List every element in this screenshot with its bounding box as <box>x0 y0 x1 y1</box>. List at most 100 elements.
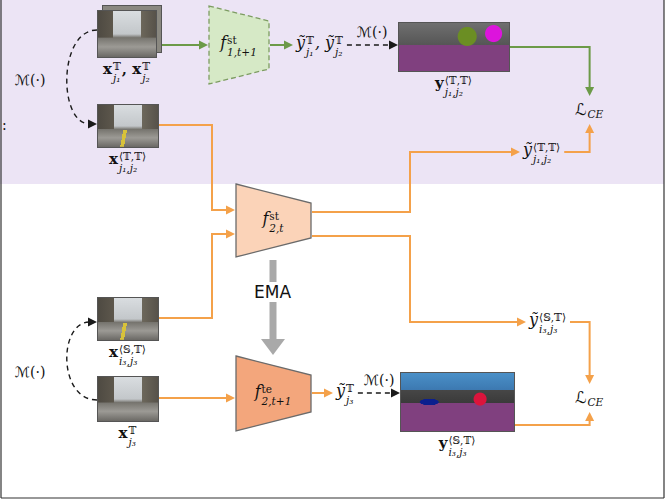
trapezoid-shape <box>236 184 311 257</box>
mixed-image: x⟨𝕊,𝕋⟩i₃,j₃ <box>97 297 159 341</box>
script-stack: 𝕋j₃ <box>346 383 354 407</box>
frame-line <box>663 0 664 498</box>
subscript: j₃ <box>346 395 354 407</box>
math-label: ℒCE <box>575 98 604 122</box>
superscript: 𝕋 <box>113 61 121 73</box>
connector-line <box>159 125 228 210</box>
superscript: 𝕋 <box>142 61 150 73</box>
arrow-head <box>199 41 208 50</box>
superscript: 𝕋 <box>335 35 343 47</box>
target-image: x𝕋j₃ <box>97 376 159 422</box>
flow-arrow <box>312 389 333 398</box>
flow-arrow <box>157 41 208 50</box>
subscript: j₁,j₂ <box>445 87 472 99</box>
arrow-head <box>261 339 285 355</box>
image-caption: y⟨𝕋,𝕋⟩j₁,j₂ <box>435 72 473 99</box>
flow-arrow <box>510 47 594 96</box>
subscript: j₁,j₂ <box>119 163 146 175</box>
superscript: ⟨𝕋,𝕋⟩ <box>533 142 560 154</box>
trapezoid-shape <box>209 6 269 84</box>
subscript: 2,t+1 <box>262 396 292 408</box>
flow-arrow <box>312 148 520 213</box>
flow-arrow <box>159 230 235 319</box>
arrow-head <box>226 206 235 215</box>
subscript: j₂ <box>335 47 343 59</box>
connector-line <box>67 30 97 124</box>
math-label: x⟨𝕊,𝕋⟩i₃,j₃ <box>109 341 147 368</box>
superscript: te <box>262 384 292 396</box>
connector-line <box>157 44 201 46</box>
mix-operator-label: ℳ(·) <box>354 24 390 40</box>
arrow-head <box>389 41 398 50</box>
prediction-label: ỹ𝕋j₁, ỹ𝕋j₂ <box>293 29 347 61</box>
math-symbol: ỹ <box>523 140 532 159</box>
math-label: ỹ⟨𝕋,𝕋⟩j₁,j₂ <box>523 138 561 166</box>
subscript: i₃,j₃ <box>539 324 566 336</box>
script-stack: ⟨𝕊,𝕋⟩i₃,j₃ <box>448 435 475 459</box>
script-stack: ⟨𝕋,𝕋⟩j₁,j₂ <box>533 142 560 166</box>
flow-arrow <box>570 322 594 384</box>
mixed-image: x⟨𝕋,𝕋⟩j₁,j₂ <box>97 104 159 148</box>
arrow-head <box>391 389 400 398</box>
superscript: ⟨𝕋,𝕋⟩ <box>119 151 146 163</box>
image-caption: x⟨𝕊,𝕋⟩i₃,j₃ <box>109 341 147 368</box>
math-label: fte2,t+1 <box>255 380 293 408</box>
arrow-head <box>226 394 235 403</box>
math-label: ỹ𝕋j₁, ỹ𝕋j₂ <box>296 31 344 59</box>
math-symbol: y <box>435 74 444 92</box>
arrow-head <box>324 389 333 398</box>
connector-line <box>312 236 519 322</box>
connector-line <box>270 44 286 46</box>
subscript: j₁,j₂ <box>533 154 560 166</box>
script-stack: ⟨𝕋,𝕋⟩j₁,j₂ <box>119 151 146 175</box>
prediction-label: ỹ⟨𝕋,𝕋⟩j₁,j₂ <box>520 136 564 168</box>
teacher-band <box>0 0 664 184</box>
connector-line <box>564 131 589 152</box>
image-caption: x𝕋j₃ <box>119 422 138 449</box>
arrow-head <box>585 412 594 421</box>
flow-arrow <box>564 124 594 152</box>
script-stack: ⟨𝕋,𝕋⟩j₁,j₂ <box>445 75 472 99</box>
superscript: ⟨𝕊,𝕋⟩ <box>119 344 146 356</box>
math-label: y⟨𝕋,𝕋⟩j₁,j₂ <box>435 72 473 99</box>
teacher-network: fte2,t+1 <box>235 355 312 432</box>
mix-arrow <box>67 30 97 129</box>
trapezoid-outline <box>208 5 270 85</box>
math-symbol: y <box>439 434 448 452</box>
connector-line <box>358 392 393 393</box>
connector-line <box>159 397 228 399</box>
connector-line <box>67 322 97 400</box>
math-symbol: f <box>255 382 261 401</box>
script-stack: 𝕋j₁ <box>113 61 121 85</box>
subscript: j₂ <box>142 73 150 85</box>
image-caption: x𝕋j₁, x𝕋j₂ <box>103 58 151 85</box>
math-symbol: f <box>262 209 268 228</box>
ema-arrow <box>261 260 285 355</box>
mix-arrow <box>67 318 97 401</box>
ema-label: EMA <box>251 282 294 302</box>
subscript: i₃,j₃ <box>119 356 146 368</box>
teacher-network: fst1,t+1 <box>208 5 270 85</box>
superscript: ⟨𝕊,𝕋⟩ <box>448 435 475 447</box>
subscript: j₁ <box>306 47 314 59</box>
math-symbol: ℒ <box>575 100 587 119</box>
arrow-head <box>585 375 594 384</box>
math-symbol: , ỹ <box>315 33 334 52</box>
loss-label: ℒCE <box>572 96 607 124</box>
mix-operator-label: ℳ(·) <box>361 372 397 388</box>
connector-line <box>510 47 590 89</box>
script-stack: st2,t <box>269 211 283 235</box>
image-caption: y⟨𝕊,𝕋⟩i₃,j₃ <box>439 432 477 459</box>
input-image-pair: x𝕋j₁, x𝕋j₂ <box>97 10 157 58</box>
connector-line <box>347 44 391 45</box>
script-stack: CE <box>588 109 604 121</box>
trapezoid-shape <box>236 356 311 431</box>
script-stack: 𝕋j₁ <box>306 35 314 59</box>
script-stack: 𝕋j₂ <box>335 35 343 59</box>
arrow-head <box>511 148 520 157</box>
superscript: ⟨𝕊,𝕋⟩ <box>539 312 566 324</box>
math-symbol: f <box>220 33 226 52</box>
math-label: x𝕋j₃ <box>119 422 138 449</box>
mix-arrow <box>358 389 400 398</box>
